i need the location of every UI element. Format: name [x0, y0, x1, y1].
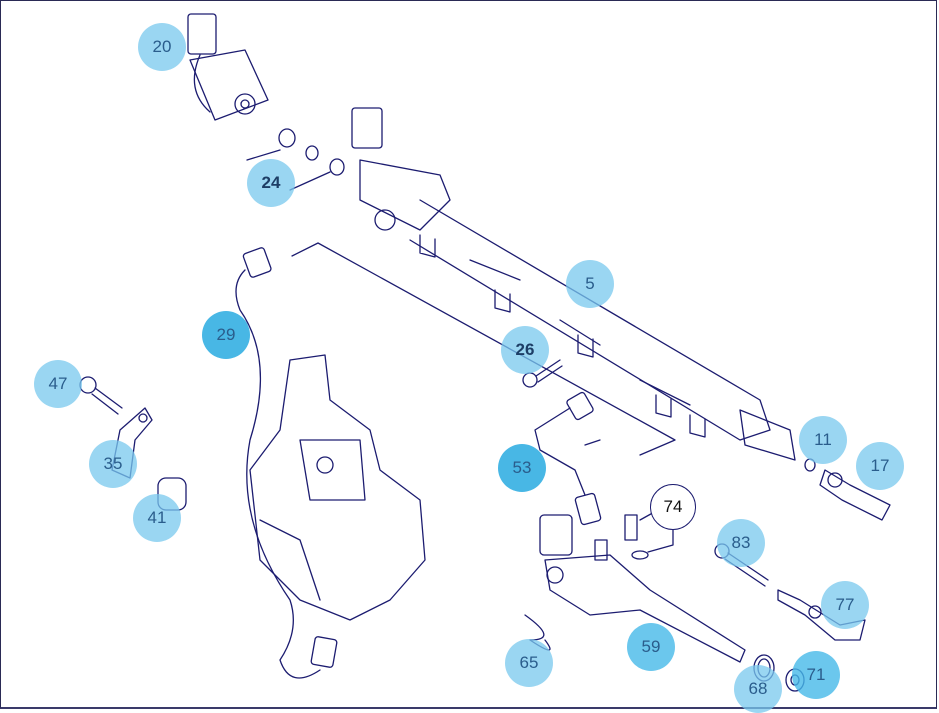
bolt-47-part: [79, 376, 123, 415]
callout-65[interactable]: 65: [505, 639, 553, 687]
callout-41[interactable]: 41: [133, 494, 181, 542]
callout-17[interactable]: 17: [856, 442, 904, 490]
high-pressure-pump-part: [249, 354, 426, 621]
callout-83[interactable]: 83: [717, 519, 765, 567]
callout-68[interactable]: 68: [734, 665, 782, 713]
sensor-17-part: [819, 469, 891, 521]
callout-35[interactable]: 35: [89, 440, 137, 488]
injector-59-part: [539, 514, 746, 663]
callout-26[interactable]: 26: [501, 326, 549, 374]
callout-74[interactable]: 74: [650, 484, 696, 530]
seal-rings-part: [246, 128, 345, 191]
high-pressure-pipe-29: [235, 247, 338, 679]
fitting-74-part: [624, 509, 674, 560]
callout-71[interactable]: 71: [792, 651, 840, 699]
fuel-rail-part: [351, 107, 796, 461]
callout-77[interactable]: 77: [821, 581, 869, 629]
callout-53[interactable]: 53: [498, 444, 546, 492]
leader-lines: [291, 242, 676, 456]
screw-26-part: [522, 359, 563, 388]
callout-11[interactable]: 11: [799, 416, 847, 464]
callout-24[interactable]: 24: [247, 159, 295, 207]
pressure-valve-part: [187, 13, 269, 121]
callout-5[interactable]: 5: [566, 260, 614, 308]
callout-20[interactable]: 20: [138, 23, 186, 71]
fuel-pipe-53: [534, 391, 602, 526]
callout-59[interactable]: 59: [627, 623, 675, 671]
claw-77-part: [777, 589, 866, 641]
callout-29[interactable]: 29: [202, 311, 250, 359]
callout-47[interactable]: 47: [34, 360, 82, 408]
